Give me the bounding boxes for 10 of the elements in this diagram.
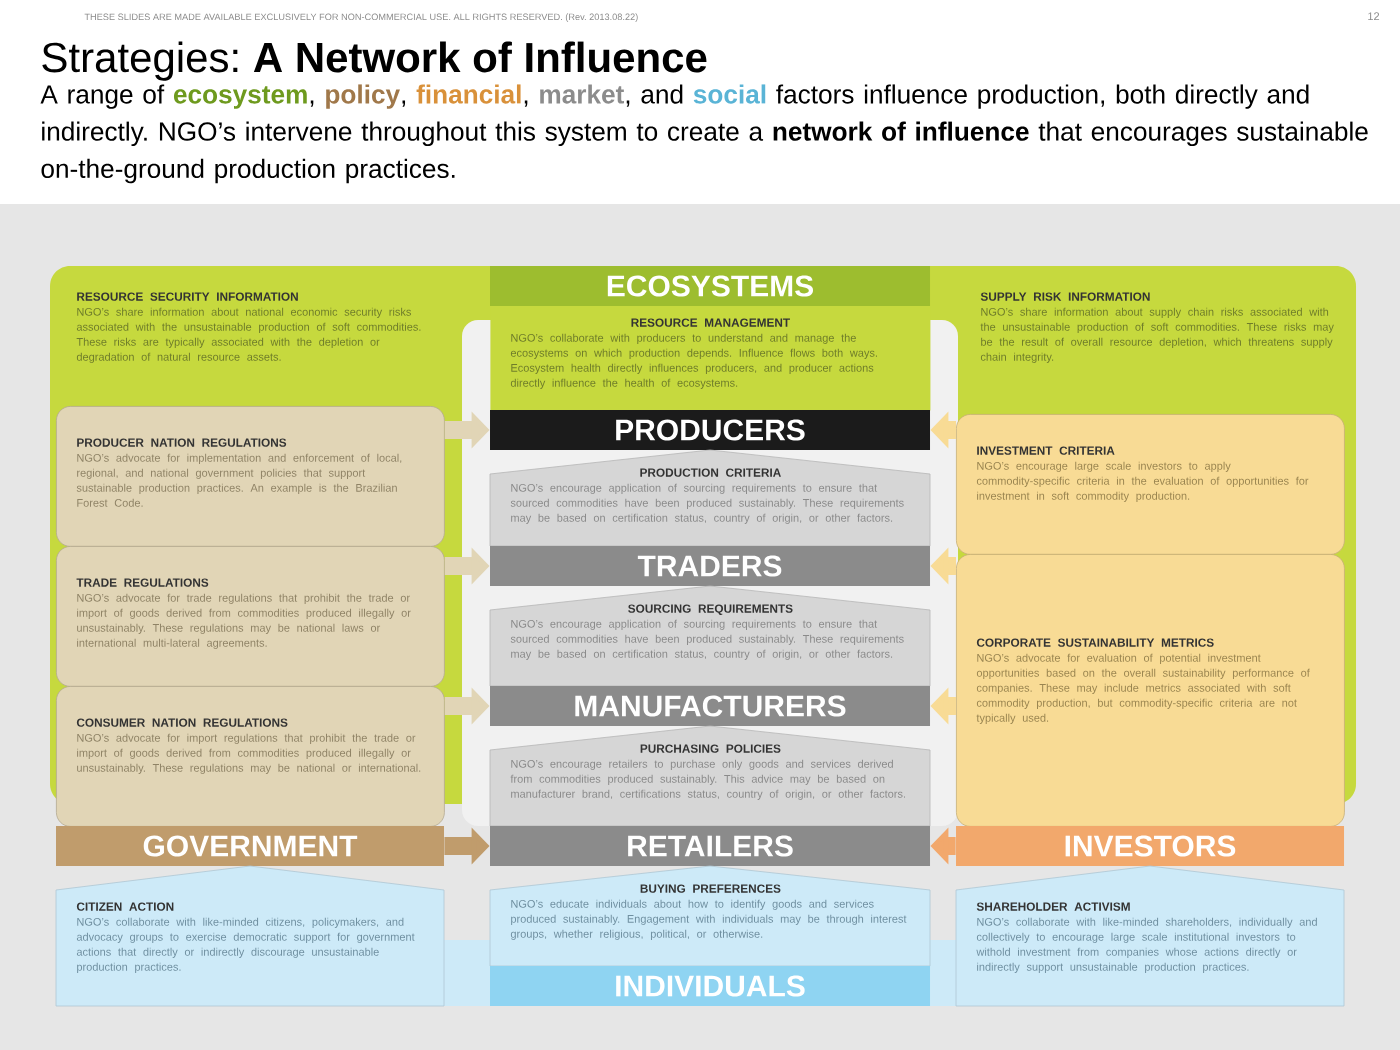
stage-bar: INDIVIDUALS bbox=[490, 966, 930, 1006]
stage-bar: INVESTORS bbox=[956, 826, 1344, 866]
stage-bar: MANUFACTURERS bbox=[490, 686, 930, 726]
stage-bar: PRODUCERS bbox=[490, 410, 930, 450]
stage-bar: RETAILERS bbox=[490, 826, 930, 866]
title: Strategies: A Network of Influence bbox=[42, 41, 707, 81]
stage-bar: ECOSYSTEMS bbox=[490, 266, 930, 306]
stage-bar: GOVERNMENT bbox=[56, 826, 444, 866]
stage-bar: TRADERS bbox=[490, 546, 930, 586]
subtitle: A range of ecosystem, policy, financial, market, and social factors influence production, both directly and indirectly. NGO’s intervene throughout this system to create a network of influence that encourages sustainable on-the-ground production practices. bbox=[40, 84, 1368, 184]
